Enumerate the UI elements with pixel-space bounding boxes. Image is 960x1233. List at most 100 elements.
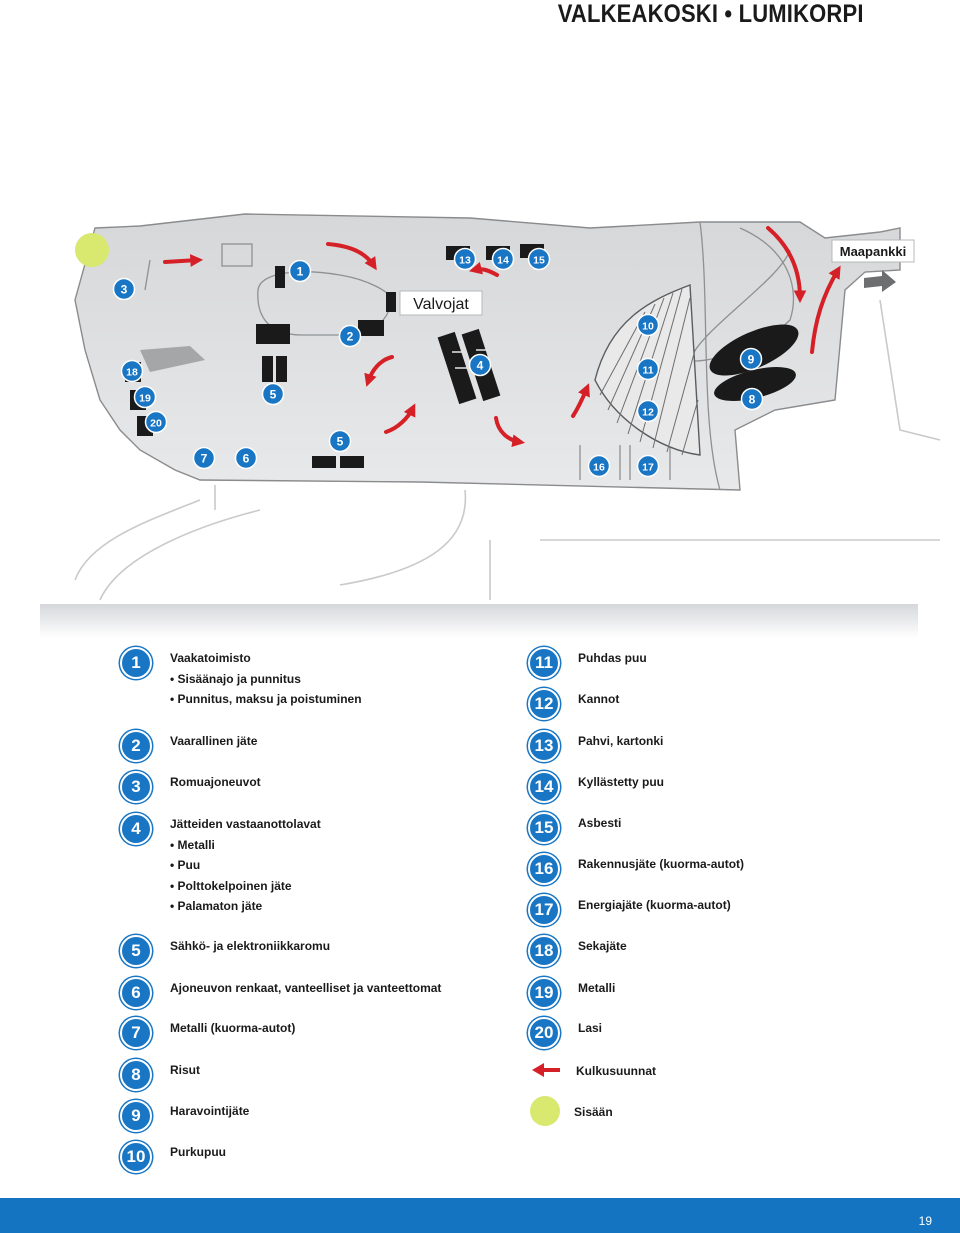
entry-dot-icon: [530, 1096, 560, 1126]
legend-label: Kyllästetty puu: [578, 775, 665, 789]
legend-label: Haravointijäte: [170, 1104, 250, 1118]
legend-label: Metalli: [578, 981, 616, 995]
legend-item-15: 15 Asbesti: [528, 812, 621, 844]
legend-item-1: 1 Vaakatoimisto • Sisäänajo ja punnitus • P…: [120, 647, 362, 710]
legend-label: Asbesti: [578, 816, 622, 830]
legend-label: Metalli (kuorma-autot): [170, 1021, 296, 1035]
legend-item-18: 18 Sekajäte: [528, 935, 627, 967]
legend-text: Vaarallinen jäte: [170, 731, 257, 752]
legend-sub-item: • Palamaton jäte: [170, 899, 263, 913]
map-marker-circle: [192, 446, 216, 470]
map-marker-number: 6: [243, 452, 250, 466]
map-marker-circle: [338, 324, 362, 348]
number-badge: 11: [528, 647, 560, 679]
map-marker-number: 5: [270, 388, 277, 402]
legend-sub-item: • Sisäänajo ja punnitus: [170, 671, 301, 686]
legend-item-12: 12 Kannot: [528, 688, 619, 720]
footer-bar: 19: [0, 1198, 960, 1233]
legend-label: Romuajoneuvot: [170, 775, 261, 789]
map-marker-circle: [636, 399, 660, 423]
map-marker-circle: [587, 454, 611, 478]
legend-text: Metalli (kuorma-autot): [170, 1018, 295, 1039]
legend-label: Sekajäte: [578, 939, 627, 953]
number-badge: 15: [528, 812, 560, 844]
map-marker-number: 18: [126, 367, 138, 379]
legend-label: Sisään: [574, 1105, 613, 1119]
map-marker-number: 13: [459, 255, 471, 267]
map-marker-circle: [636, 454, 660, 478]
legend-text: Sähkö- ja elektroniikkaromu: [170, 936, 330, 957]
number-badge: 18: [528, 935, 560, 967]
map-marker-number: 15: [533, 255, 545, 267]
legend-label: Kulkusuunnat: [576, 1064, 656, 1078]
number-badge: 17: [528, 894, 560, 926]
legend-label: Ajoneuvon renkaat, vanteelliset ja vante…: [170, 981, 442, 995]
map-marker-circle: [144, 410, 168, 434]
map-marker-number: 1: [297, 265, 304, 279]
legend-item-flow: Kulkusuunnat: [532, 1060, 656, 1082]
number-badge: 1: [120, 647, 152, 679]
maapankki-box: Maapankki: [831, 239, 915, 263]
legend-text: Ajoneuvon renkaat, vanteelliset ja vante…: [170, 978, 441, 999]
number-badge: 12: [528, 688, 560, 720]
legend-label: Sähkö- ja elektroniikkaromu: [170, 939, 331, 953]
map-marker-circle: [261, 382, 285, 406]
map-marker-number: 11: [642, 365, 653, 377]
maapankki-label: Maapankki: [840, 244, 906, 259]
legend-label: Risut: [170, 1063, 200, 1077]
number-badge: 16: [528, 853, 560, 885]
legend-label: Puhdas puu: [578, 651, 647, 665]
number-badge: 19: [528, 977, 560, 1009]
number-badge: 4: [120, 813, 152, 845]
map-marker-number: 5: [337, 435, 344, 449]
entry-point-dot: [75, 233, 109, 267]
number-badge: 14: [528, 771, 560, 803]
map-marker-number: 9: [748, 353, 755, 367]
map-marker-circle: [120, 359, 144, 383]
legend-label: Lasi: [578, 1021, 603, 1035]
entry-ramp-shape: [140, 346, 205, 372]
legend-label: Kannot: [578, 692, 620, 706]
map-marker-circle: [288, 259, 312, 283]
flow-arrows: [163, 226, 841, 448]
map-marker-circle: [453, 247, 477, 271]
legend-text: Purkupuu: [170, 1142, 226, 1163]
number-badge: 7: [120, 1017, 152, 1049]
section-divider: [40, 604, 918, 638]
legend-sub-item: • Polttokelpoinen jäte: [170, 878, 292, 893]
legend-text: Haravointijäte: [170, 1101, 249, 1122]
legend-sub-item: • Punnitus, maksu ja poistuminen: [170, 692, 362, 706]
map-marker-number: 20: [150, 418, 162, 430]
legend-text: Risut: [170, 1060, 200, 1081]
number-badge: 13: [528, 730, 560, 762]
exit-arrow: [864, 270, 896, 292]
legend-item-16: 16 Rakennusjäte (kuorma-autot): [528, 853, 744, 885]
legend-item-entry: Sisään: [530, 1096, 613, 1126]
map-marker-circle: [112, 277, 136, 301]
legend-sub-item: • Metalli: [170, 837, 215, 852]
legend-label: Rakennusjäte (kuorma-autot): [578, 857, 745, 871]
map-marker-number: 2: [347, 330, 354, 344]
legend-label: Pahvi, kartonki: [578, 734, 664, 748]
legend-item-14: 14 Kyllästetty puu: [528, 771, 664, 803]
legend-text: Romuajoneuvot: [170, 772, 261, 793]
legend-label: Vaakatoimisto: [170, 651, 251, 665]
map-marker-number: 3: [121, 283, 128, 297]
map-marker-number: 12: [642, 407, 654, 419]
number-badge: 3: [120, 771, 152, 803]
map-marker-circle: [636, 313, 660, 337]
map-marker-circle: [739, 347, 763, 371]
number-badge: 20: [528, 1017, 560, 1049]
legend-item-3: 3 Romuajoneuvot: [120, 771, 261, 803]
map-marker-circle: [328, 429, 352, 453]
map-marker-number: 10: [642, 321, 654, 333]
map-marker-number: 19: [139, 393, 151, 405]
legend-item-20: 20 Lasi: [528, 1017, 602, 1049]
legend-sub-item: • Puu: [170, 858, 201, 872]
map-marker-number: 4: [477, 359, 484, 373]
map-marker-number: 14: [497, 255, 509, 267]
